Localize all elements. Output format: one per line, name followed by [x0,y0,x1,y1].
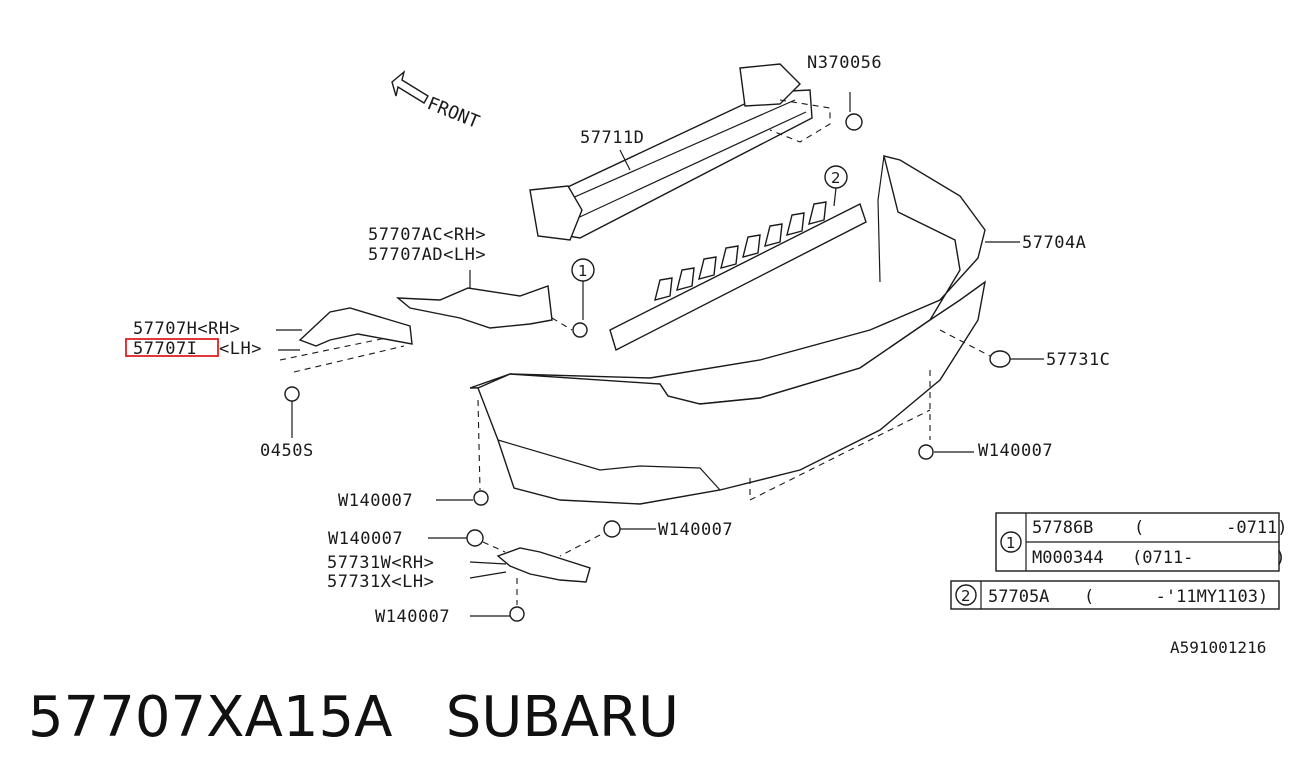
bolt-1-icon [572,322,588,338]
label-57707h: 57707H<RH> [133,319,240,339]
table1-row1-part: 57786B [1032,518,1093,538]
footer-part-number: 57707XA15A [28,685,393,750]
screw-right-icon [918,444,934,460]
clip-57731c: 57731C [939,329,1110,370]
label-w140007-a: W140007 [338,491,413,511]
beam-end-right [739,63,801,107]
bracket-ac-ad: 57707AC<RH> 57707AD<LH> 1 [368,225,595,338]
screw-d-icon [509,606,525,622]
label-57707i: 57707I [133,339,197,359]
front-label: FRONT [424,93,482,133]
label-57704a: 57704A [1022,233,1086,253]
table2-range: ( -'11MY1103) [1084,587,1268,607]
table2-index: 2 [961,587,971,605]
label-w140007-right: W140007 [978,441,1053,461]
label-n370056: N370056 [807,53,882,73]
label-57731w: 57731W<RH> [327,553,434,573]
bracket-w-x: W140007 W140007 57731W<RH> 57731X<LH> W1… [327,520,733,627]
bracket-h-body [298,307,413,347]
clip-57731c-icon [989,350,1011,368]
footer: 57707XA15A SUBARU [28,683,679,753]
beam-end-left [529,185,583,241]
footer-brand: SUBARU [445,685,679,750]
table-callout-2: 2 57705A ( -'11MY1103) [950,580,1280,610]
label-0450s: 0450S [260,441,314,461]
label-w140007-c: W140007 [658,520,733,540]
label-57711d: 57711D [580,128,644,148]
energy-absorber: 2 [609,165,867,352]
front-arrow-icon [391,70,429,104]
table1-row1-range: ( -0711) [1134,518,1288,538]
table1-row2-range: (0711- ) [1132,548,1286,568]
screw-left-a-icon [473,490,489,506]
table1-row2-part: M000344 [1032,548,1104,568]
label-w140007-d: W140007 [375,607,450,627]
screw-0450s-icon [284,386,300,402]
screw-w140007-right: W140007 [749,370,1053,501]
table1-index-icon [1000,531,1022,553]
label-57731c: 57731C [1046,350,1110,370]
label-57707i-side: <LH> [219,339,262,359]
label-57707ac: 57707AC<RH> [368,225,486,245]
reinforcement-beam: N370056 57711D [529,53,882,241]
callout-1-text: 1 [578,262,588,280]
screw-b-icon [466,529,484,547]
nut-n370056 [845,113,863,131]
beam-body [539,89,813,239]
screw-w140007-left: W140007 [338,399,489,511]
table2-part: 57705A [988,587,1049,607]
absorber-body [609,203,867,352]
bumper-lower [477,280,987,505]
table2-index-icon [955,584,977,606]
table-callout-1: 1 57786B ( -0711) M000344 (0711- ) [995,512,1288,572]
reference-code: A591001216 [1170,638,1266,657]
callout-2-text: 2 [831,169,841,187]
highlight-box [125,338,219,357]
bumper-face: 57704A [469,155,1086,505]
label-57731x: 57731X<LH> [327,572,434,592]
table1-index: 1 [1006,534,1016,552]
bracket-ac-body [395,285,553,329]
front-arrow: FRONT [391,70,482,133]
bracket-w-body [496,547,591,583]
label-w140007-b: W140007 [328,529,403,549]
screw-c-icon [603,520,621,538]
label-57707ad: 57707AD<LH> [368,245,486,265]
bracket-h-i: 57707H<RH> 57707I <LH> 0450S [125,307,413,461]
